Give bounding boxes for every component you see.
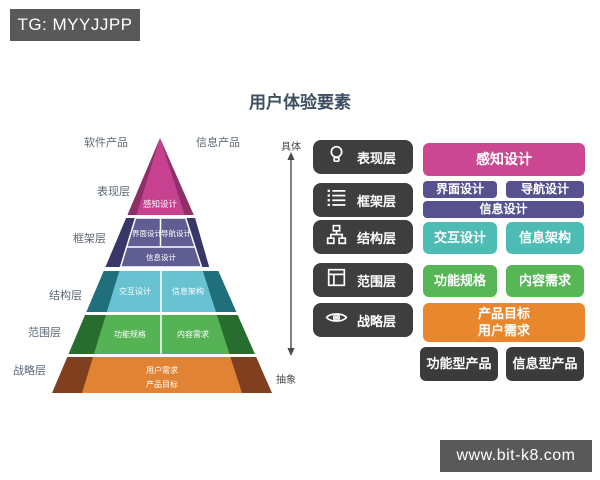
legend-label-skeleton: 框架层 bbox=[357, 193, 397, 209]
label-surface-layer: 表现层 bbox=[97, 186, 130, 198]
layer4-cell-spec: 功能规格 bbox=[114, 329, 146, 339]
legend-label-surface: 表现层 bbox=[357, 150, 397, 166]
legend-row-surface: 表现层 bbox=[313, 140, 413, 174]
axis-top-label: 具体 bbox=[281, 142, 301, 153]
box-information-design: 信息设计 bbox=[423, 201, 584, 218]
layer2-cell-navigation: 导航设计 bbox=[161, 228, 191, 238]
box-interface-design: 界面设计 bbox=[423, 181, 497, 198]
legend-label-structure: 结构层 bbox=[357, 230, 397, 246]
watermark-badge: www.bit-k8.com bbox=[440, 440, 592, 472]
lightbulb-icon bbox=[324, 142, 349, 172]
box-information-architecture: 信息架构 bbox=[506, 222, 584, 254]
box-informational-product: 信息型产品 bbox=[506, 347, 584, 381]
list-icon bbox=[324, 185, 349, 215]
layer5-front-face bbox=[82, 357, 242, 393]
box-functional-product: 功能型产品 bbox=[420, 347, 498, 381]
layer1-front-face bbox=[136, 138, 185, 215]
legend-label-scope: 范围层 bbox=[357, 273, 397, 289]
axis-arrow-down-icon bbox=[287, 348, 295, 356]
box-strategy-user-needs: 用户需求 bbox=[477, 322, 530, 338]
label-strategy-layer: 战略层 bbox=[13, 365, 46, 377]
tg-badge-text: TG: MYYJJPP bbox=[17, 15, 133, 34]
layer2-cell-information: 信息设计 bbox=[146, 252, 176, 262]
label-structure-layer: 结构层 bbox=[49, 290, 82, 302]
legend-row-structure: 结构层 bbox=[313, 220, 413, 254]
box-navigation-design: 导航设计 bbox=[506, 181, 584, 198]
legend-label-strategy: 战略层 bbox=[357, 313, 397, 329]
layer5-cell-product-goal: 产品目标 bbox=[146, 379, 178, 389]
layer5-cell-user-needs: 用户需求 bbox=[146, 365, 178, 375]
layer1-cell-label: 感知设计 bbox=[143, 199, 178, 209]
tg-badge: TG: MYYJJPP bbox=[10, 9, 140, 41]
axis-bottom-label: 抽象 bbox=[276, 375, 296, 386]
box-perception-design: 感知设计 bbox=[423, 143, 585, 176]
eye-icon bbox=[324, 305, 349, 335]
axis-arrow-up-icon bbox=[287, 152, 295, 160]
layout-icon bbox=[324, 265, 349, 295]
legend-row-strategy: 战略层 bbox=[313, 303, 413, 337]
legend-row-scope: 范围层 bbox=[313, 263, 413, 297]
box-interaction-design: 交互设计 bbox=[423, 222, 497, 254]
label-information-product: 信息产品 bbox=[196, 137, 240, 149]
box-strategy: 产品目标 用户需求 bbox=[423, 303, 585, 342]
watermark-text: www.bit-k8.com bbox=[456, 447, 576, 464]
layer4-cell-content: 内容需求 bbox=[177, 329, 209, 339]
layer2-cell-interface: 界面设计 bbox=[132, 228, 162, 238]
box-strategy-product-goal: 产品目标 bbox=[477, 306, 530, 322]
sitemap-icon bbox=[324, 222, 349, 252]
box-functional-spec: 功能规格 bbox=[423, 265, 497, 297]
layer3-cell-interaction: 交互设计 bbox=[119, 286, 151, 296]
layer3-cell-architecture: 信息架构 bbox=[172, 286, 204, 296]
page-title: 用户体验要素 bbox=[249, 93, 351, 112]
legend-row-skeleton: 框架层 bbox=[313, 183, 413, 217]
box-content-requirement: 内容需求 bbox=[506, 265, 584, 297]
label-scope-layer: 范围层 bbox=[28, 327, 61, 339]
label-skeleton-layer: 框架层 bbox=[73, 233, 106, 245]
label-software-product: 软件产品 bbox=[84, 137, 128, 149]
